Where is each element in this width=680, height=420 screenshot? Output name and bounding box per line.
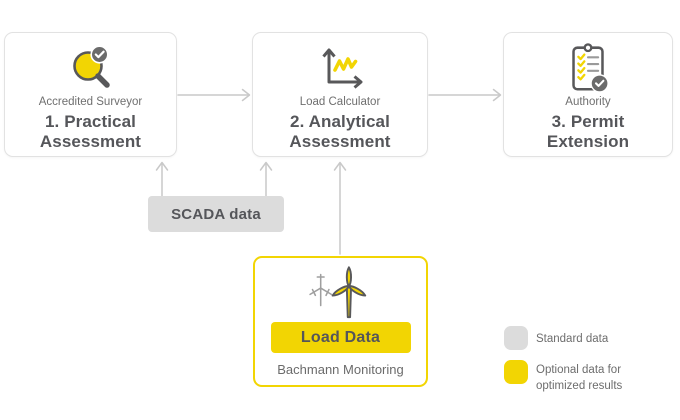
step-role-label: Accredited Surveyor <box>38 96 143 108</box>
arrowhead-up-icon <box>259 161 273 171</box>
scada-data-label: SCADA data <box>171 205 261 223</box>
monitoring-box: Load Data Bachmann Monitoring <box>253 256 428 387</box>
clipboard-check-icon <box>560 39 616 95</box>
step-role-label: Authority <box>565 96 611 108</box>
monitoring-caption: Bachmann Monitoring <box>277 362 404 377</box>
step-title: 2. Analytical Assessment <box>289 112 391 151</box>
step-analytical-assessment: Load Calculator 2. Analytical Assessment <box>252 32 428 157</box>
arrowhead-up-icon <box>155 161 169 171</box>
wind-turbine-icon <box>299 262 383 320</box>
step-permit-extension: Authority 3. Permit Extension <box>503 32 673 157</box>
step-title: 3. Permit Extension <box>546 112 630 151</box>
legend-label-optional: Optional data for optimized results <box>536 364 623 392</box>
arrowhead-up-icon <box>333 161 347 171</box>
line-chart-icon <box>310 39 370 95</box>
load-data-label: Load Data <box>300 328 381 346</box>
scada-data-box: SCADA data <box>148 196 284 232</box>
load-data-button[interactable]: Load Data <box>270 322 411 353</box>
legend-swatch-optional <box>504 360 528 384</box>
legend-label-standard: Standard data <box>536 333 609 345</box>
arrowhead-right-icon <box>492 88 502 102</box>
arrowhead-right-icon <box>241 88 251 102</box>
step-title: 1. Practical Assessment <box>39 112 142 151</box>
step-practical-assessment: Accredited Surveyor 1. Practical Assessm… <box>4 32 177 157</box>
magnifier-check-icon <box>61 39 121 95</box>
legend-swatch-standard <box>504 326 528 350</box>
step-role-label: Load Calculator <box>299 96 381 108</box>
